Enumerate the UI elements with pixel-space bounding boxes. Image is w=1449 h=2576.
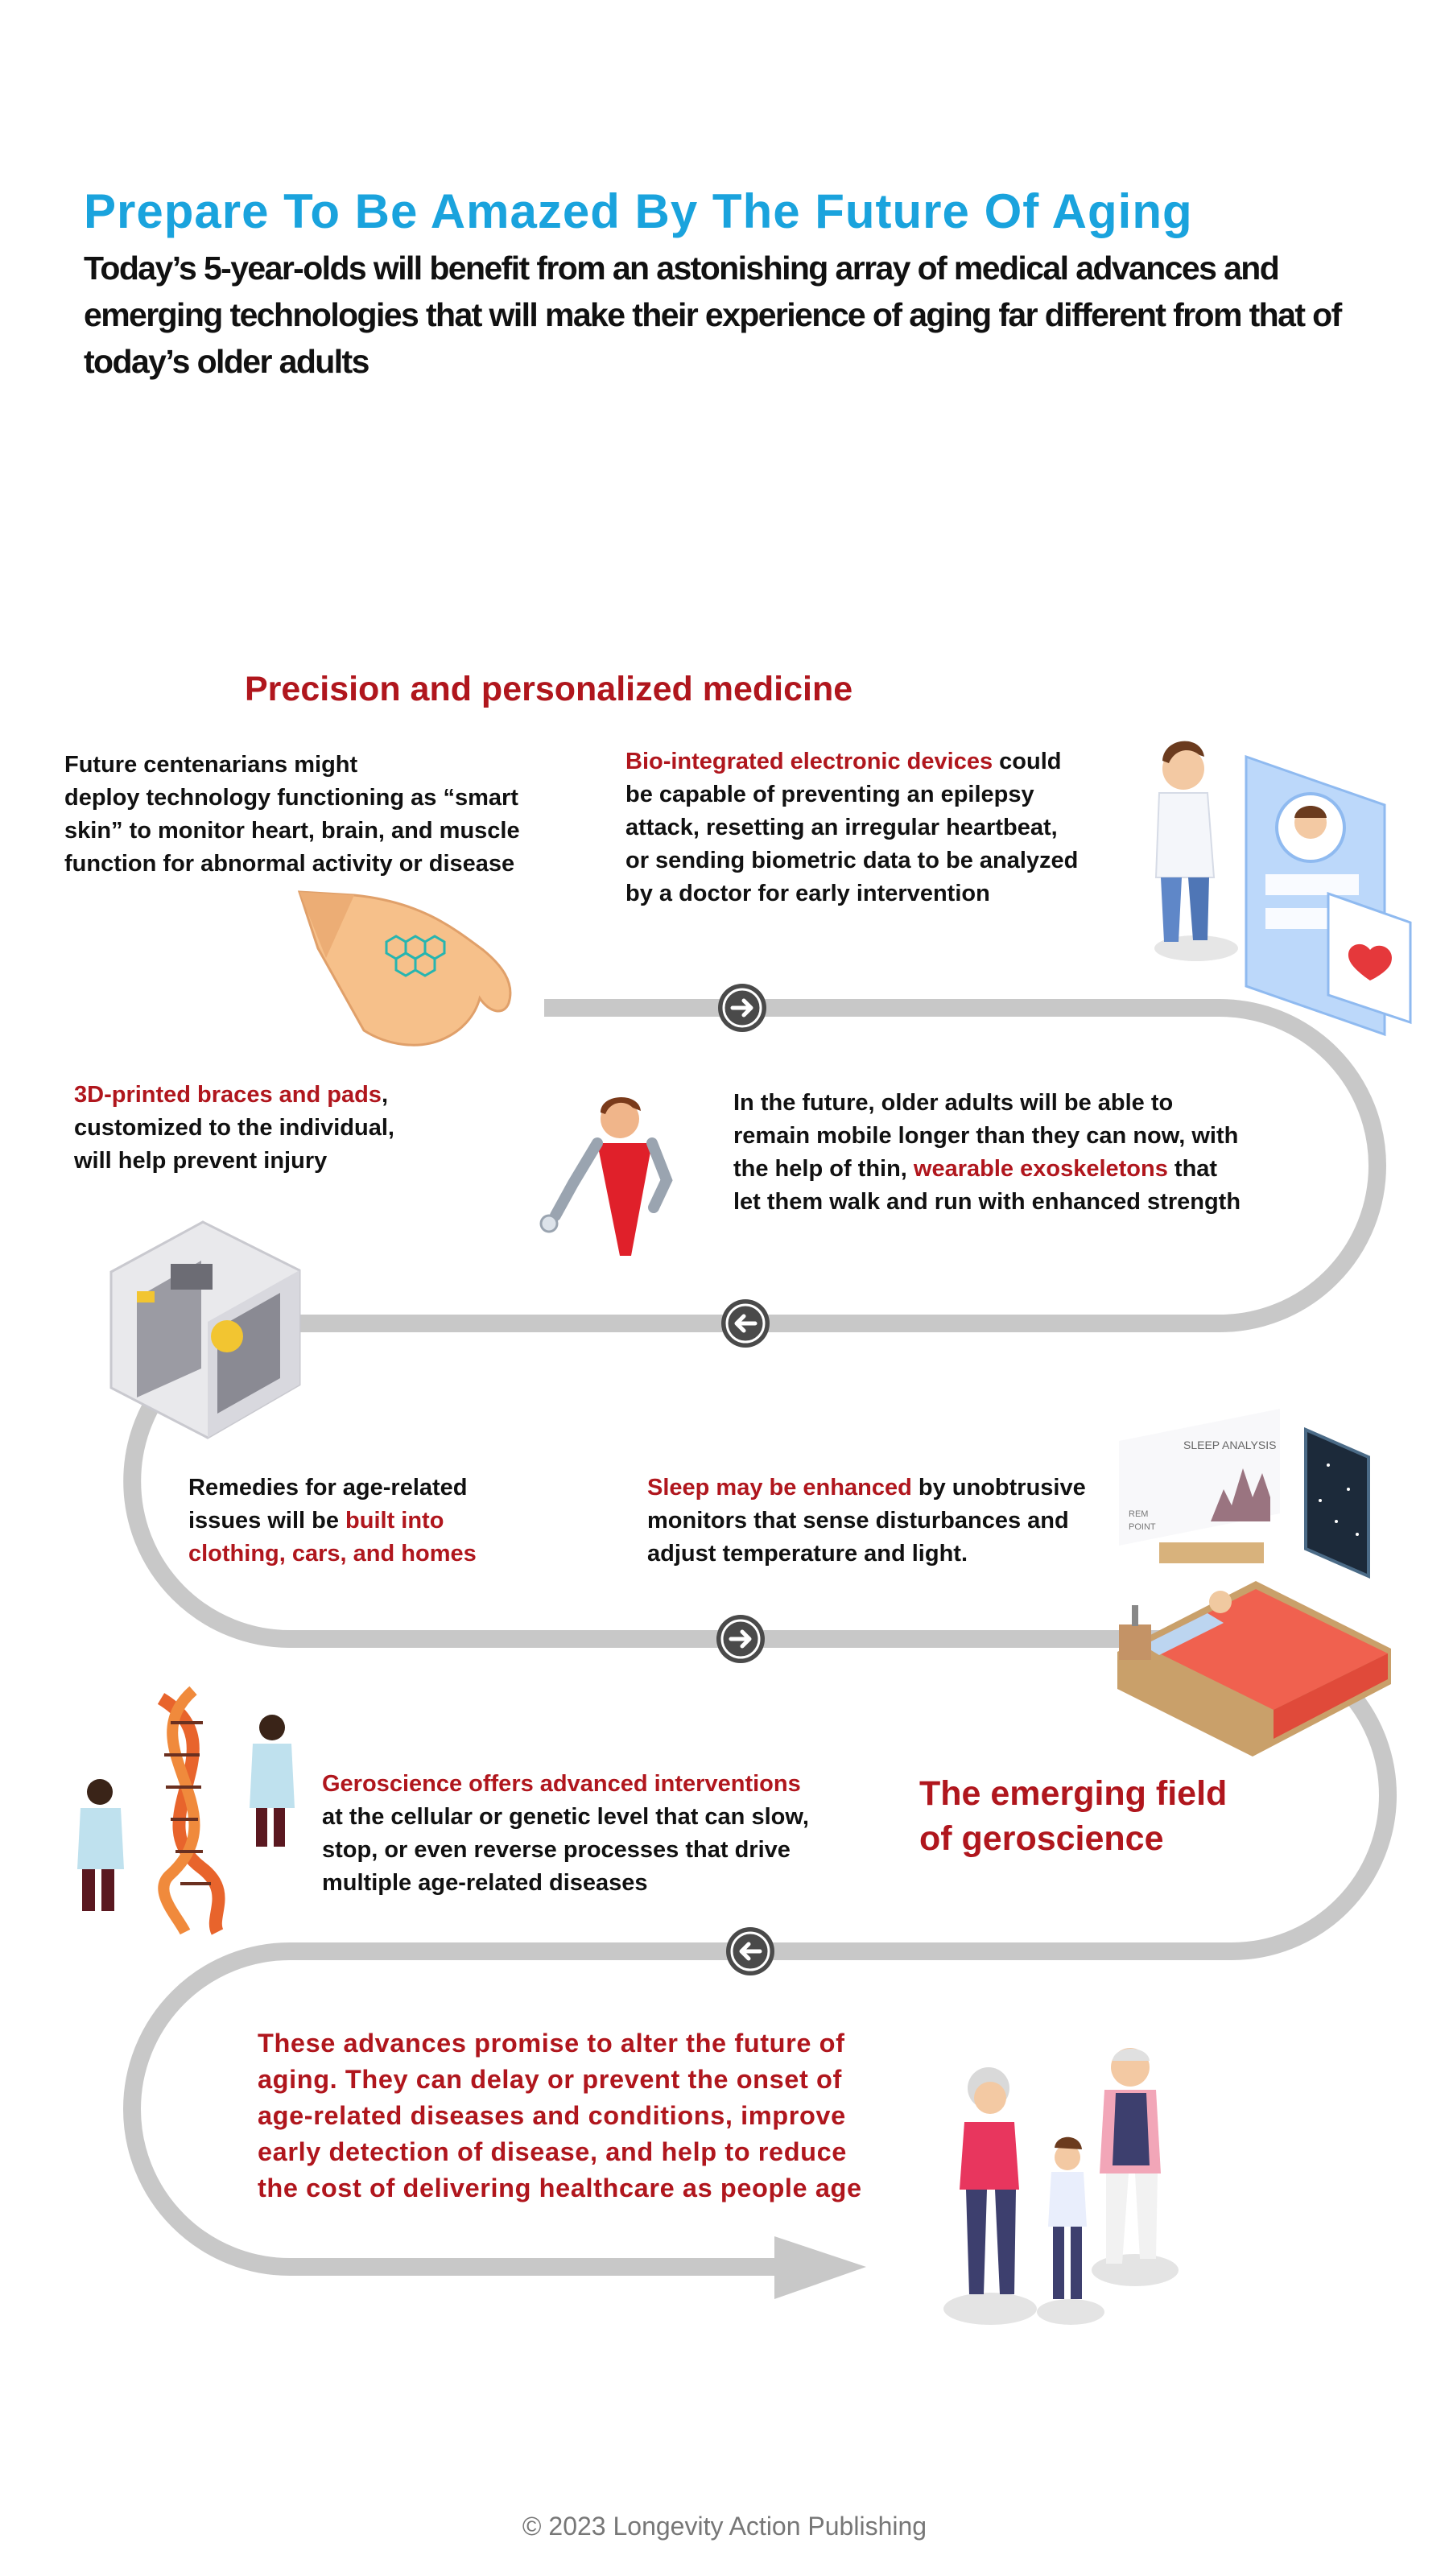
braces-line: will help prevent injury <box>74 1148 328 1174</box>
exoskeletons-line3-post: that <box>1167 1156 1218 1182</box>
interventions-highlight: Geroscience offers advanced intervention… <box>322 1771 801 1797</box>
interventions-line: stop, or even reverse processes that dri… <box>322 1837 791 1863</box>
item-braces: 3D-printed braces and pads, customized t… <box>74 1079 525 1178</box>
sleep-line: adjust temperature and light. <box>647 1541 968 1567</box>
3d-printer-illustration <box>109 1220 301 1439</box>
item-interventions: Geroscience offers advanced intervention… <box>322 1768 886 1900</box>
braces-line: 3D-printed braces and pads, <box>74 1079 525 1112</box>
section-title-geroscience: The emerging field of geroscience <box>919 1771 1227 1861</box>
copyright-footer: © 2023 Longevity Action Publishing <box>522 2512 927 2541</box>
exoskeletons-line: let them walk and run with enhanced stre… <box>733 1189 1241 1215</box>
bio-devices-line: Bio-integrated electronic devices could <box>625 745 1125 778</box>
item-exoskeletons: In the future, older adults will be able… <box>733 1087 1313 1219</box>
smart-skin-line: function for abnormal activity or diseas… <box>64 851 515 877</box>
bio-devices-line: be capable of preventing an epilepsy <box>625 782 1034 807</box>
remedies-line2-pre: issues will be <box>188 1508 346 1534</box>
braces-line1-rest: , <box>381 1082 388 1108</box>
smart-skin-line: Future centenarians might <box>64 752 358 778</box>
monitor-title: SLEEP ANALYSIS <box>1183 1439 1276 1451</box>
item-bio-devices: Bio-integrated electronic devices could … <box>625 745 1125 910</box>
item-sleep: Sleep may be enhanced by unobtrusive mon… <box>647 1472 1146 1571</box>
sleep-line: monitors that sense disturbances and <box>647 1508 1069 1534</box>
braces-highlight: 3D-printed braces and pads <box>74 1082 382 1108</box>
sleep-line: Sleep may be enhanced by unobtrusive <box>647 1472 1146 1505</box>
section-title-precision: Precision and personalized medicine <box>245 670 853 708</box>
page-subtitle: Today’s 5-year-olds will benefit from an… <box>84 250 1342 380</box>
exoskeletons-line: the help of thin, wearable exoskeletons … <box>733 1153 1313 1186</box>
smart-skin-line: skin” to monitor heart, brain, and muscl… <box>64 818 520 844</box>
arrow-right-icon <box>718 984 766 1032</box>
bed-sleep-monitor-illustration: SLEEP ANALYSIS REM POINT <box>1117 1409 1391 1757</box>
remedies-highlight-b: clothing, cars, and homes <box>188 1541 477 1567</box>
conclusion-line: early detection of disease, and help to … <box>258 2137 847 2166</box>
arrow-left-icon <box>726 1927 774 1975</box>
bio-devices-line: attack, resetting an irregular heartbeat… <box>625 815 1058 840</box>
interventions-line: multiple age-related diseases <box>322 1870 648 1896</box>
braces-line: customized to the individual, <box>74 1115 394 1141</box>
remedies-line: issues will be built into <box>188 1505 607 1538</box>
item-smart-skin: Future centenarians might deploy technol… <box>64 749 580 881</box>
exoskeletons-line: remain mobile longer than they can now, … <box>733 1123 1239 1149</box>
exoskeletons-line3-pre: the help of thin, <box>733 1156 914 1182</box>
sleep-line1-rest: by unobtrusive <box>911 1475 1086 1501</box>
bio-devices-line1-rest: could <box>993 749 1062 774</box>
bio-devices-highlight: Bio-integrated electronic devices <box>625 749 993 774</box>
path-end-arrowhead <box>774 2236 866 2299</box>
conclusion-line: age-related diseases and conditions, imp… <box>258 2101 846 2130</box>
conclusion-line: aging. They can delay or prevent the ons… <box>258 2065 842 2094</box>
interventions-line: at the cellular or genetic level that ca… <box>322 1804 809 1830</box>
conclusion-line: These advances promise to alter the futu… <box>258 2029 845 2058</box>
page-title: Prepare To Be Amazed By The Future Of Ag… <box>84 184 1193 238</box>
geroscience-title-line: of geroscience <box>919 1819 1164 1858</box>
dna-scientists-illustration <box>77 1686 295 1935</box>
bio-devices-line: or sending biometric data to be analyzed <box>625 848 1079 873</box>
hand-illustration <box>297 890 512 1046</box>
monitor-label-b: POINT <box>1129 1522 1156 1532</box>
exoskeletons-line: In the future, older adults will be able… <box>733 1090 1174 1116</box>
remedies-highlight-a: built into <box>345 1508 444 1534</box>
doctor-tablet-illustration <box>1154 741 1412 1037</box>
smart-skin-line: deploy technology functioning as “smart <box>64 785 518 811</box>
exoskeletons-highlight: wearable exoskeletons <box>913 1156 1168 1182</box>
exoskeleton-man-illustration <box>539 1096 673 1256</box>
bio-devices-line: by a doctor for early intervention <box>625 881 990 906</box>
family-illustration <box>943 2048 1179 2325</box>
arrow-left-icon <box>721 1299 770 1348</box>
conclusion-text: These advances promise to alter the futu… <box>258 2025 918 2207</box>
arrow-right-icon <box>716 1615 765 1663</box>
remedies-line: Remedies for age-related <box>188 1475 468 1501</box>
item-remedies: Remedies for age-related issues will be … <box>188 1472 607 1571</box>
sleep-highlight: Sleep may be enhanced <box>647 1475 912 1501</box>
geroscience-title-line: The emerging field <box>919 1774 1228 1813</box>
conclusion-line: the cost of delivering healthcare as peo… <box>258 2174 862 2202</box>
monitor-label-a: REM <box>1129 1509 1148 1519</box>
